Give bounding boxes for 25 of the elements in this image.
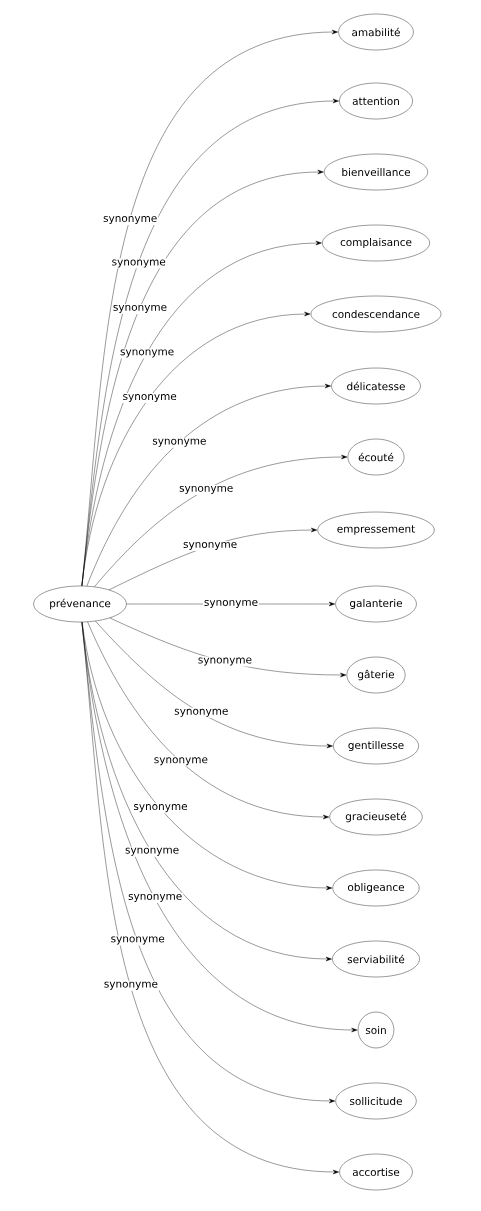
edge-label: synonyme bbox=[102, 215, 159, 226]
edge-label: synonyme bbox=[124, 846, 181, 857]
edge-label: synonyme bbox=[152, 756, 209, 767]
arrow bbox=[109, 617, 347, 678]
edge-label: synonyme bbox=[182, 541, 239, 551]
edge-label: synonyme bbox=[132, 803, 189, 814]
arrow bbox=[108, 527, 318, 590]
arrow bbox=[94, 454, 348, 587]
arrow bbox=[87, 621, 330, 820]
edge-label: synonyme bbox=[202, 599, 260, 609]
arrow bbox=[81, 240, 322, 587]
edge-label: synonyme bbox=[102, 980, 159, 991]
edge-label: synonyme bbox=[151, 437, 208, 448]
arrow bbox=[95, 620, 333, 749]
edge-label: synonyme bbox=[178, 484, 235, 495]
edge-label: synonyme bbox=[127, 893, 184, 903]
arrow bbox=[81, 311, 311, 587]
edge-label: synonyme bbox=[109, 935, 166, 946]
edge-label: synonyme bbox=[173, 707, 230, 718]
edge-label: synonyme bbox=[111, 303, 168, 314]
edge-label: synonyme bbox=[119, 348, 176, 359]
edge-label: synonyme bbox=[196, 656, 253, 667]
edge-label: synonyme bbox=[121, 393, 178, 404]
arrow bbox=[86, 383, 331, 587]
edge-label: synonyme bbox=[110, 258, 167, 269]
